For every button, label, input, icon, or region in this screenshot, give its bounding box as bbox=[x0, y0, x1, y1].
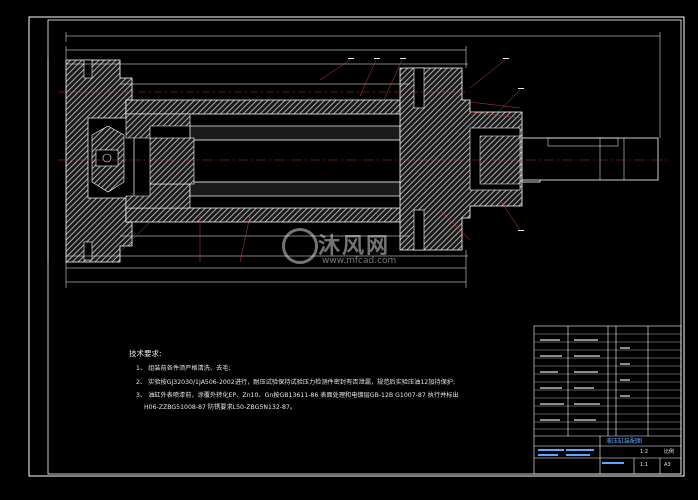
scale-cell-2: A3 bbox=[664, 462, 671, 468]
barrel-top-wall bbox=[125, 99, 401, 115]
drawing-title: 液压缸装配图 bbox=[606, 438, 643, 445]
right-bolt-top bbox=[413, 67, 425, 109]
outer-border bbox=[28, 16, 685, 477]
bom-rows bbox=[534, 333, 681, 430]
tech-notes-title: 技术要求: bbox=[129, 349, 162, 358]
tech-note-3: 3、 油缸外表喷漆前，涂覆外转化EP、Zn10、Gn按GB13611-86 表面… bbox=[136, 392, 459, 399]
cylinder-assembly bbox=[47, 32, 668, 288]
dimension-lines bbox=[47, 32, 661, 288]
tech-note-1: 1、 组装前各件须严格清洗、去毛; bbox=[136, 365, 231, 372]
right-bolt-bottom bbox=[413, 209, 425, 251]
watermark-url: www.mfcad.com bbox=[322, 256, 397, 266]
scale-cell-1: 1:1 bbox=[640, 462, 649, 468]
scale-cell-3: 1:2 bbox=[640, 449, 649, 455]
watermark-logo-icon bbox=[282, 228, 318, 264]
gland-housing-top bbox=[125, 113, 191, 139]
rod-end-key bbox=[547, 137, 619, 147]
barrel-bottom-wall bbox=[125, 207, 401, 223]
left-bolt-bottom bbox=[83, 241, 93, 261]
bom-cell-marks bbox=[540, 339, 630, 421]
gland-housing-bottom bbox=[125, 183, 191, 209]
left-bolt-top bbox=[83, 59, 93, 79]
title-block-marks bbox=[538, 449, 624, 464]
leader-lines bbox=[109, 59, 523, 263]
watermark-brand: 沐风网 bbox=[318, 234, 391, 259]
piston-pin bbox=[102, 153, 112, 163]
tech-note-4: H06-ZZBG51008-87 防锈要求L50-ZBG5N132-87。 bbox=[144, 404, 297, 411]
right-head-flange bbox=[399, 67, 523, 251]
tech-note-2: 2、 实验按GJ32030/1JA506-2002进行，耐压试验保持试验压力检测… bbox=[136, 379, 456, 386]
rod-sleeve bbox=[149, 137, 195, 185]
rod-end bbox=[521, 137, 659, 181]
leader-marks bbox=[348, 58, 524, 231]
scale-cell-4: 比例 bbox=[664, 449, 675, 455]
title-block bbox=[533, 325, 682, 475]
